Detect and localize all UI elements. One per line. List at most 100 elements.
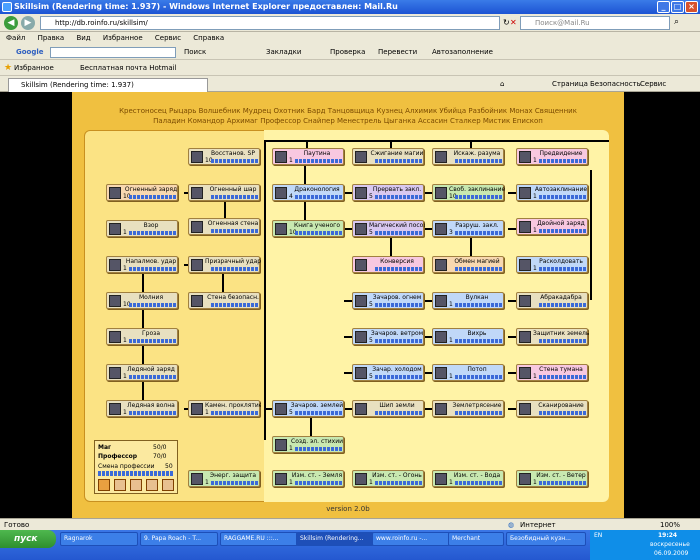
task-merchant[interactable]: Merchant — [448, 532, 504, 546]
task-kuznets[interactable]: Безобидный кузн... — [506, 532, 586, 546]
skill-level-bar[interactable] — [295, 411, 343, 415]
skill-level-bar[interactable] — [455, 303, 503, 307]
skill-level-bar[interactable] — [211, 303, 259, 307]
skill-level-bar[interactable] — [455, 411, 503, 415]
skill-level-bar[interactable] — [129, 375, 177, 379]
skill-s41[interactable]: Сканирование — [516, 400, 588, 417]
lang-indicator[interactable]: EN — [594, 532, 603, 539]
translate-button[interactable]: Перевести — [378, 48, 418, 56]
home-icon[interactable]: ⌂ — [500, 80, 505, 88]
menu-help[interactable]: Справка — [193, 34, 225, 42]
google-search-input[interactable] — [50, 47, 176, 58]
skill-level-bar[interactable] — [375, 159, 423, 163]
clock-time[interactable]: 19:24 — [658, 532, 678, 539]
close-button[interactable]: × — [685, 1, 698, 13]
task-ragnarok[interactable]: Ragnarok — [60, 532, 138, 546]
skill-level-bar[interactable] — [539, 303, 587, 307]
skill-level-bar[interactable] — [455, 159, 503, 163]
skill-level-bar[interactable] — [375, 267, 423, 271]
skill-level-bar[interactable] — [455, 231, 503, 235]
skill-s7[interactable]: Огненный шар — [188, 184, 260, 201]
skill-s9[interactable]: Прервать закл.5 — [352, 184, 424, 201]
class-row-2[interactable]: Паладин Командор Архимаг Профессор Снайп… — [153, 117, 543, 125]
refresh-icon[interactable]: ↻ — [503, 18, 510, 27]
skill-level-bar[interactable] — [211, 481, 259, 485]
minimize-button[interactable]: _ — [657, 1, 670, 13]
skill-level-bar[interactable] — [375, 339, 423, 343]
zoom-level[interactable]: 100% — [660, 521, 681, 529]
task-roinfo[interactable]: www.roinfo.ru -... — [372, 532, 450, 546]
skill-s24[interactable]: Стена безопасн. — [188, 292, 260, 309]
menu-view[interactable]: Вид — [76, 34, 91, 42]
skill-level-bar[interactable] — [455, 481, 503, 485]
skill-s20[interactable]: Конверсия — [352, 256, 424, 273]
skill-level-bar[interactable] — [295, 195, 343, 199]
skill-s4[interactable]: Искаж. разума — [432, 148, 504, 165]
spellcheck-button[interactable]: Проверка — [330, 48, 366, 56]
maximize-button[interactable]: □ — [671, 1, 684, 13]
undo-icon[interactable] — [114, 479, 126, 491]
address-input[interactable]: http://db.roinfo.ru/skillsim/ — [40, 16, 500, 30]
skill-level-bar[interactable] — [129, 195, 177, 199]
skill-level-bar[interactable] — [211, 229, 259, 233]
bookmarks-button[interactable]: Закладки — [266, 48, 302, 56]
skill-level-bar[interactable] — [129, 339, 177, 343]
skill-level-bar[interactable] — [455, 195, 503, 199]
favorite-link-hotmail[interactable]: Бесплатная почта Hotmail — [80, 64, 177, 72]
skill-level-bar[interactable] — [539, 375, 587, 379]
skill-level-bar[interactable] — [295, 231, 343, 235]
skill-level-bar[interactable] — [129, 411, 177, 415]
skill-level-bar[interactable] — [295, 481, 343, 485]
skill-s27[interactable]: Абракадабра — [516, 292, 588, 309]
skill-level-bar[interactable] — [375, 481, 423, 485]
skill-level-bar[interactable] — [539, 159, 587, 163]
cmd-security[interactable]: Безопасность — [590, 80, 641, 88]
redo-icon[interactable] — [130, 479, 142, 491]
skill-level-bar[interactable] — [539, 481, 587, 485]
skill-level-bar[interactable] — [455, 375, 503, 379]
skill-s19[interactable]: Призрачный удар — [188, 256, 261, 273]
autofill-button[interactable]: Автозаполнение — [432, 48, 493, 56]
skill-level-bar[interactable] — [211, 411, 259, 415]
skill-level-bar[interactable] — [295, 447, 343, 451]
skill-level-bar[interactable] — [539, 229, 587, 233]
skill-level-bar[interactable] — [211, 195, 259, 199]
menu-favorites[interactable]: Избранное — [102, 34, 143, 42]
skill-s31[interactable]: Защитник земель — [516, 328, 589, 345]
skill-level-bar[interactable] — [539, 411, 587, 415]
start-button[interactable]: пуск — [0, 530, 56, 548]
task-papa-roach[interactable]: 9. Papa Roach - T... — [140, 532, 218, 546]
save-icon[interactable] — [146, 479, 158, 491]
search-icon[interactable]: ⌕ — [674, 17, 680, 27]
skill-level-bar[interactable] — [539, 267, 587, 271]
menu-tools[interactable]: Сервис — [154, 34, 182, 42]
skill-level-bar[interactable] — [375, 231, 423, 235]
google-search-button[interactable]: Поиск — [184, 48, 207, 56]
cmd-page[interactable]: Страница — [552, 80, 588, 88]
skill-level-bar[interactable] — [539, 195, 587, 199]
